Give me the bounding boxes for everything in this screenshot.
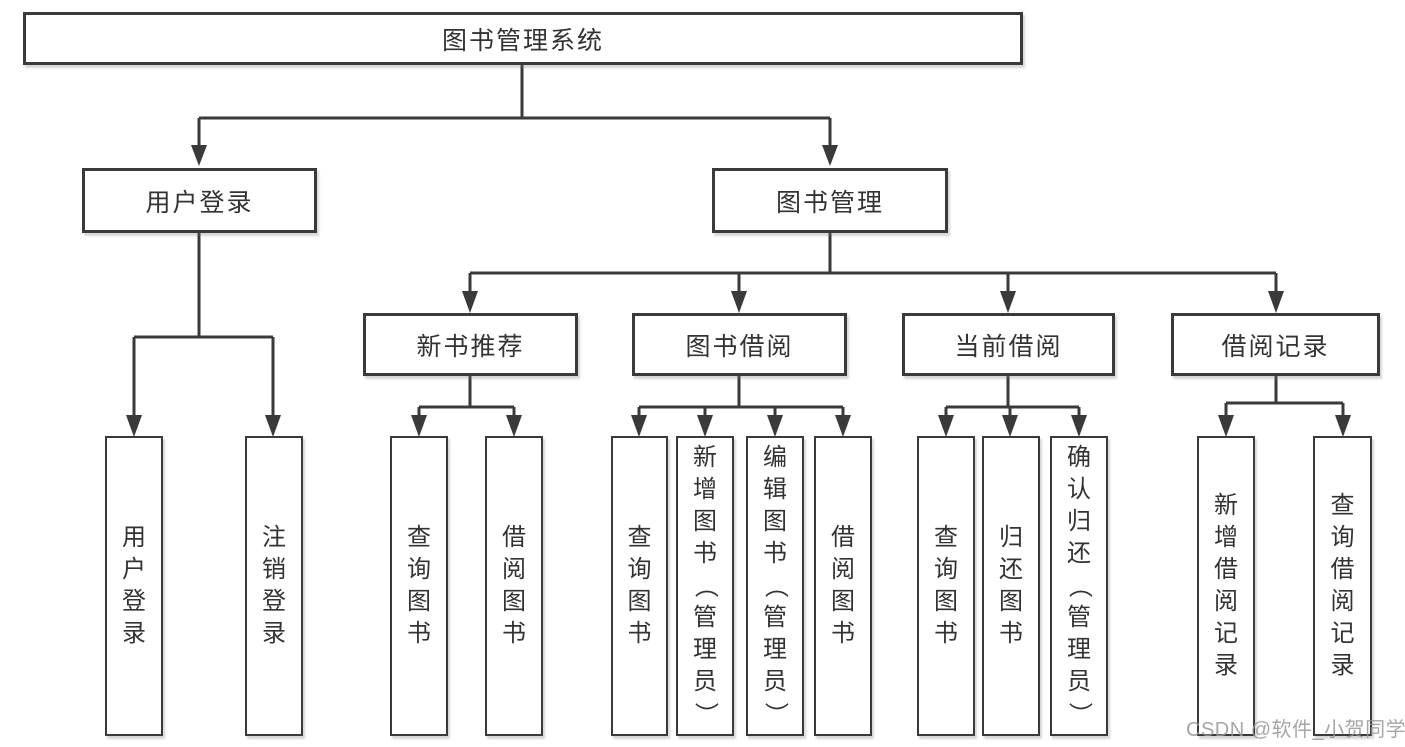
leaf-edit-books-admin: 编辑图书（管理员） [746,436,804,736]
node-library-system: 图书管理系统 [23,12,1023,65]
leaf-query-books-borrow: 查询图书 [611,436,668,736]
watermark: CSDN @软件_小贺同学 [1186,719,1405,741]
node-borrow-records: 借阅记录 [1171,313,1380,376]
leaf-query-borrow-record: 查询借阅记录 [1313,436,1372,736]
leaf-query-books-current: 查询图书 [917,436,975,736]
leaf-add-books-admin: 新增图书（管理员） [676,436,734,736]
node-book-borrow: 图书借阅 [632,313,847,376]
leaf-confirm-return-admin: 确认归还（管理员） [1050,436,1108,736]
leaf-return-books: 归还图书 [982,436,1040,736]
node-book-management: 图书管理 [712,168,948,233]
node-new-book-recommend: 新书推荐 [363,313,578,376]
node-current-borrow: 当前借阅 [902,313,1115,376]
leaf-borrow-books-recommend: 借阅图书 [485,436,543,736]
leaf-add-borrow-record: 新增借阅记录 [1197,436,1255,736]
leaf-borrow-books: 借阅图书 [814,436,872,736]
node-user-login: 用户登录 [82,168,317,233]
leaf-logout-login: 注销登录 [245,436,303,736]
leaf-user-login: 用户登录 [105,436,163,736]
arrowheads [126,145,1351,437]
leaf-query-books-recommend: 查询图书 [390,436,448,736]
